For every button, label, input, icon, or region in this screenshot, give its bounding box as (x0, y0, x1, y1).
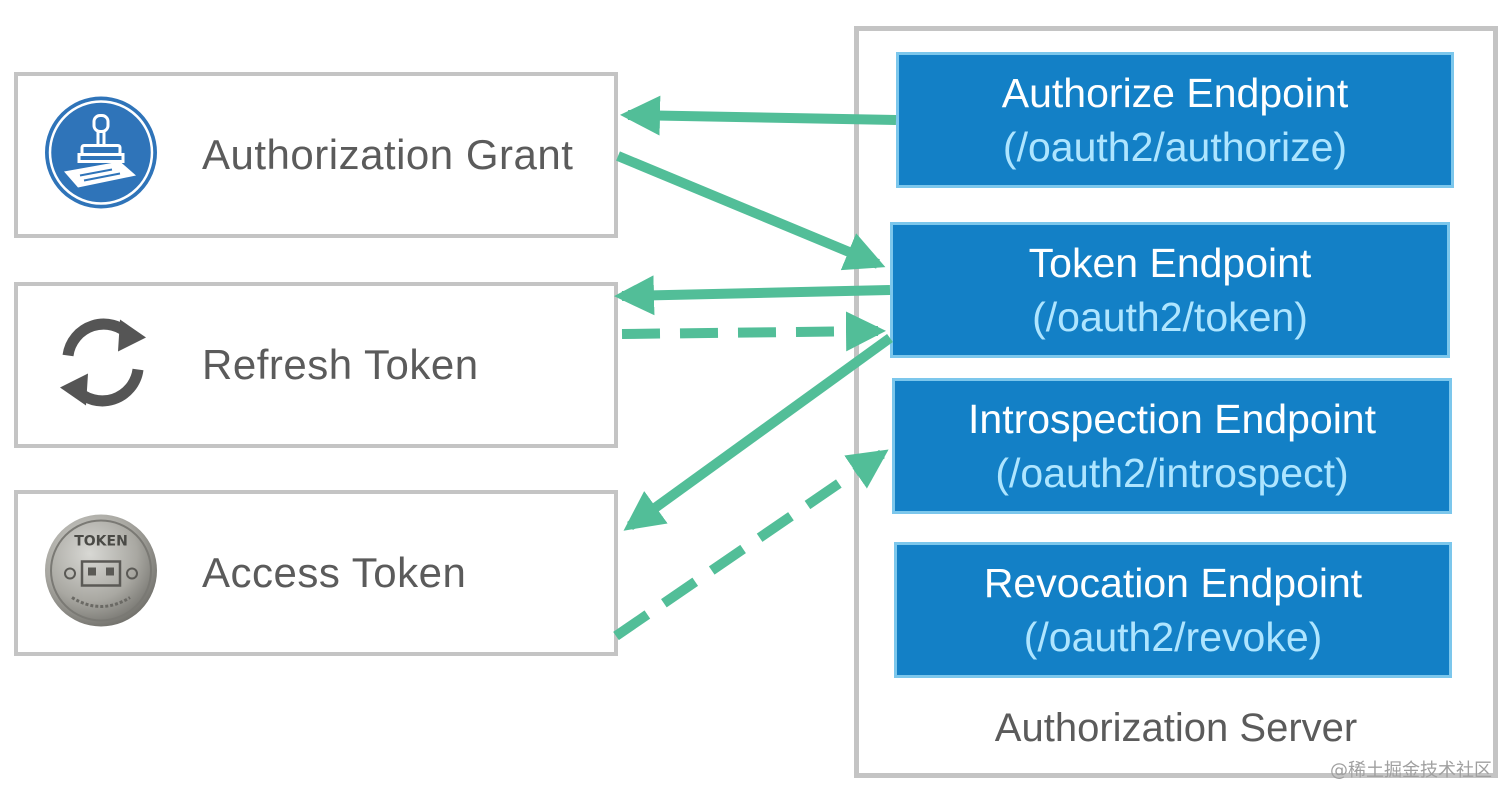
arrow-grant-to-token (616, 151, 886, 271)
introspection-endpoint-box: Introspection Endpoint (/oauth2/introspe… (892, 378, 1452, 514)
refresh-token-label: Refresh Token (202, 341, 479, 388)
watermark: @稀土掘金技术社区 (1330, 760, 1492, 781)
token-endpoint-title: Token Endpoint (1028, 240, 1312, 286)
coin-text: TOKEN (74, 534, 128, 550)
authorize-endpoint-title: Authorize Endpoint (1001, 70, 1349, 116)
coin-token-icon: TOKEN (42, 512, 160, 635)
token-endpoint-path: (/oauth2/token) (1032, 294, 1308, 340)
arrow-token-to-refresh (614, 275, 891, 316)
access-token-box: TOKEN Access Token (14, 490, 618, 656)
authorization-server-label: Authorization Server (994, 706, 1358, 750)
authorize-endpoint-box: Authorize Endpoint (/oauth2/authorize) (896, 52, 1454, 188)
authorize-endpoint-path: (/oauth2/authorize) (1002, 124, 1348, 170)
authorization-grant-label: Authorization Grant (202, 131, 574, 178)
introspection-endpoint-title: Introspection Endpoint (968, 396, 1376, 442)
revocation-endpoint-title: Revocation Endpoint (983, 560, 1363, 606)
arrow-access-to-introspect-dashed (613, 449, 889, 641)
refresh-icon (48, 308, 158, 423)
authorization-grant-box: Authorization Grant (14, 72, 618, 238)
token-endpoint-box: Token Endpoint (/oauth2/token) (890, 222, 1450, 358)
revocation-endpoint-path: (/oauth2/revoke) (1023, 614, 1323, 660)
arrow-refresh-to-token-dashed (621, 311, 886, 352)
revocation-endpoint-box: Revocation Endpoint (/oauth2/revoke) (894, 542, 1452, 678)
access-token-label: Access Token (202, 549, 467, 596)
arrow-token-to-access (623, 333, 893, 531)
refresh-token-box: Refresh Token (14, 282, 618, 448)
arrow-authorize-to-grant (620, 95, 897, 136)
stamp-icon (42, 94, 160, 217)
introspection-endpoint-path: (/oauth2/introspect) (995, 450, 1349, 496)
